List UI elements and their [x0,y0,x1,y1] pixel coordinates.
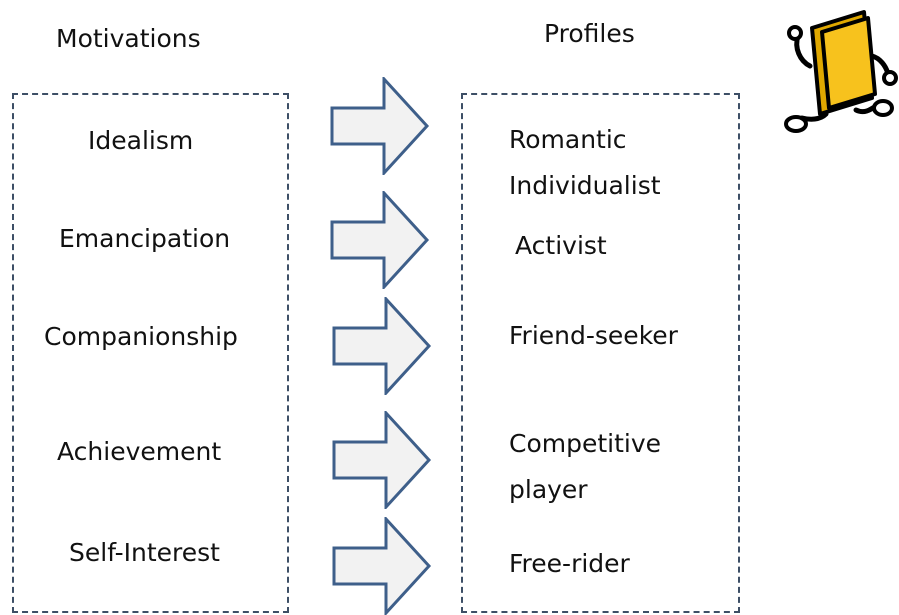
profile-player: player [509,475,588,504]
motivations-heading: Motivations [56,24,201,53]
motivation-idealism: Idealism [88,126,194,155]
profiles-heading: Profiles [544,19,635,48]
arrow-achievement-icon [331,411,433,509]
profile-individualist: Individualist [509,171,661,200]
motivation-achievement: Achievement [57,437,222,466]
profile-activist: Activist [515,231,607,260]
motivations-box [12,93,289,613]
motivation-emancipation: Emancipation [59,224,231,253]
motivation-self-interest: Self-Interest [69,538,220,567]
arrow-self-interest-icon [331,517,433,615]
arrow-emancipation-icon [329,191,431,289]
profile-free-rider: Free-rider [509,549,630,578]
arrow-idealism-icon [329,77,431,175]
motivation-companionship: Companionship [44,322,238,351]
arrow-companionship-icon [331,297,433,395]
running-book-icon [780,6,899,142]
profile-competitive: Competitive [509,429,662,458]
profiles-box [461,93,740,613]
profile-romantic: Romantic [509,125,627,154]
profile-friend-seeker: Friend-seeker [509,321,678,350]
